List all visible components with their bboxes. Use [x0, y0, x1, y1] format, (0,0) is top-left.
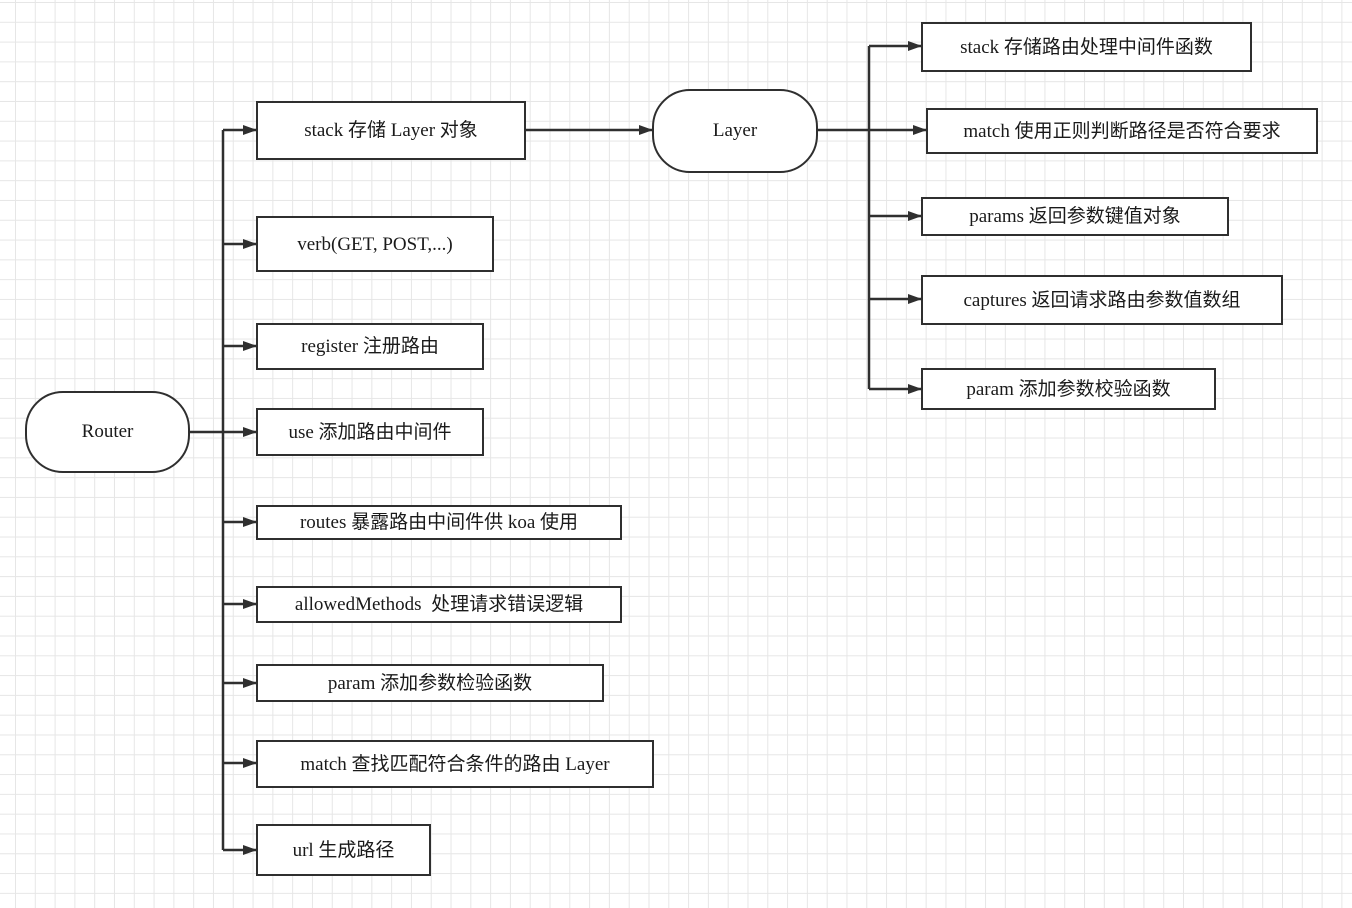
router-register-node: register 注册路由	[256, 323, 484, 370]
layer-stack-label: stack 存储路由处理中间件函数	[960, 36, 1213, 58]
layer-stack-node: stack 存储路由处理中间件函数	[921, 22, 1252, 72]
router-url-node: url 生成路径	[256, 824, 431, 876]
layer-node: Layer	[652, 89, 818, 173]
router-verb-node: verb(GET, POST,...)	[256, 216, 494, 272]
router-node: Router	[25, 391, 190, 473]
router-stack-node: stack 存储 Layer 对象	[256, 101, 526, 160]
layer-params-node: params 返回参数键值对象	[921, 197, 1229, 236]
router-use-label: use 添加路由中间件	[288, 421, 452, 443]
router-routes-node: routes 暴露路由中间件供 koa 使用	[256, 505, 622, 540]
router-use-node: use 添加路由中间件	[256, 408, 484, 456]
layer-param-node: param 添加参数校验函数	[921, 368, 1216, 410]
router-url-label: url 生成路径	[292, 839, 395, 861]
router-param-node: param 添加参数检验函数	[256, 664, 604, 702]
layer-param-label: param 添加参数校验函数	[966, 378, 1171, 400]
layer-match-label: match 使用正则判断路径是否符合要求	[963, 120, 1281, 142]
router-match-node: match 查找匹配符合条件的路由 Layer	[256, 740, 654, 788]
router-node-label: Router	[81, 421, 134, 442]
router-allowedmethods-label: allowedMethods 处理请求错误逻辑	[294, 594, 584, 615]
router-register-label: register 注册路由	[301, 336, 439, 357]
router-param-label: param 添加参数检验函数	[327, 672, 533, 694]
layer-node-label: Layer	[712, 120, 758, 141]
router-stack-label: stack 存储 Layer 对象	[304, 120, 478, 141]
router-routes-label: routes 暴露路由中间件供 koa 使用	[299, 512, 579, 533]
router-match-label: match 查找匹配符合条件的路由 Layer	[300, 753, 610, 775]
layer-captures-node: captures 返回请求路由参数值数组	[921, 275, 1283, 325]
router-verb-label: verb(GET, POST,...)	[297, 233, 453, 255]
layer-match-node: match 使用正则判断路径是否符合要求	[926, 108, 1318, 154]
layer-captures-label: captures 返回请求路由参数值数组	[963, 289, 1241, 311]
layer-params-label: params 返回参数键值对象	[969, 206, 1181, 227]
router-allowedmethods-node: allowedMethods 处理请求错误逻辑	[256, 586, 622, 623]
